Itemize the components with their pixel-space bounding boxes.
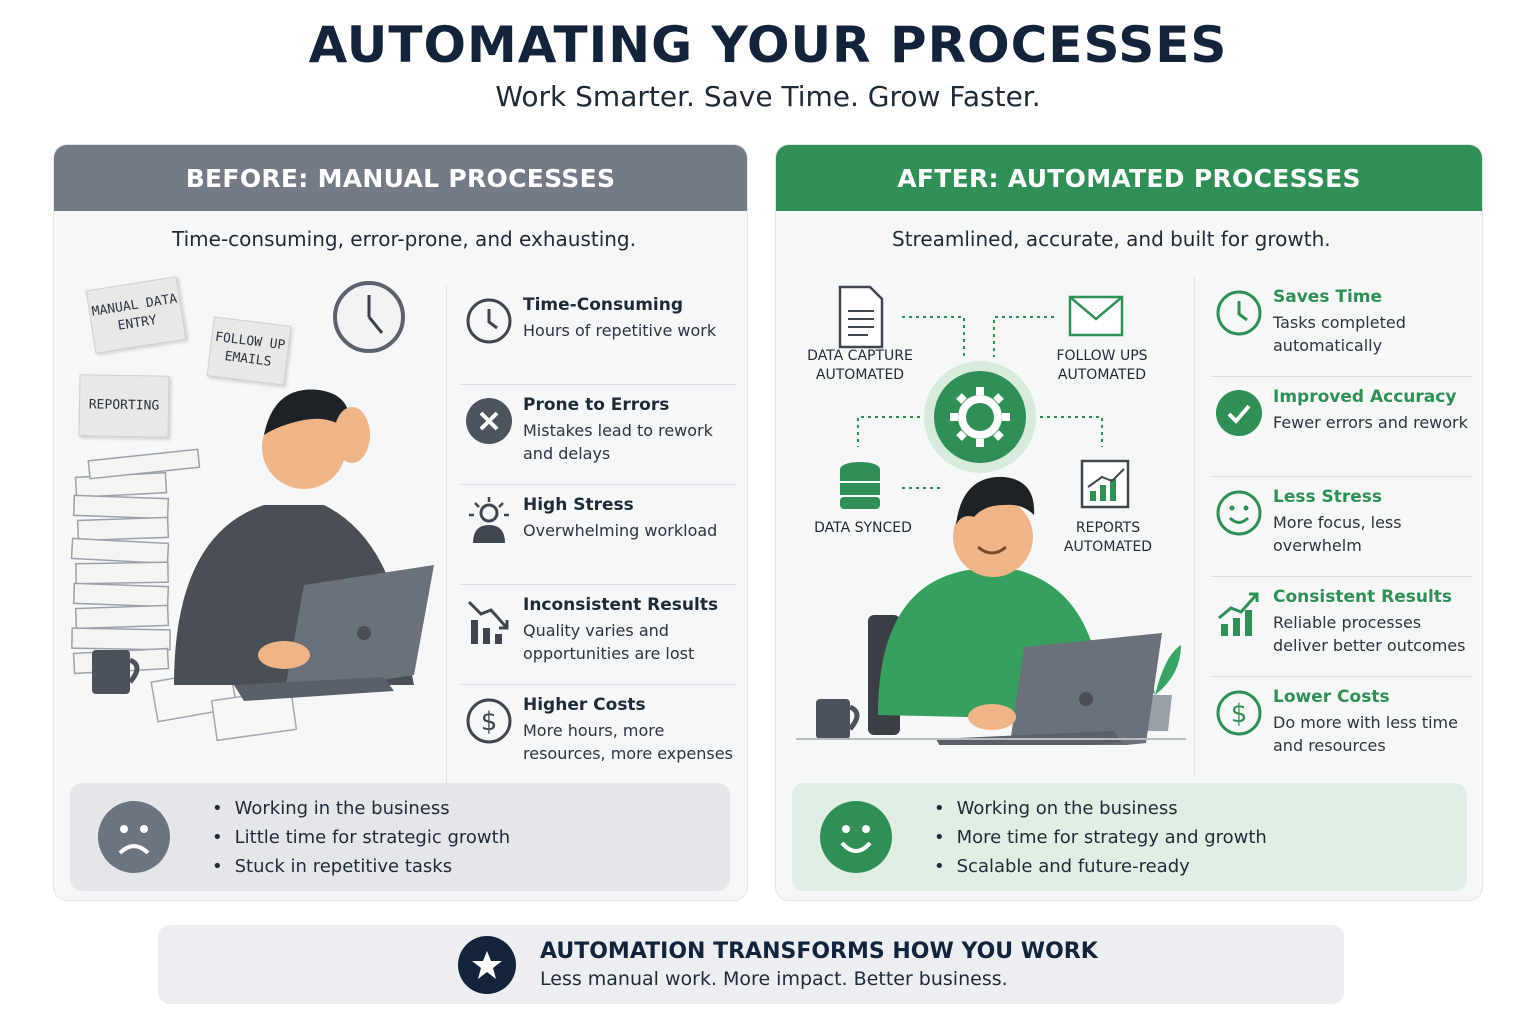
laptop-icon	[234, 565, 434, 701]
dollar-icon: $	[461, 695, 523, 747]
flow-label-follow-ups: FOLLOW UPS AUTOMATED	[1056, 348, 1148, 383]
feature-title: Inconsistent Results	[523, 595, 719, 615]
feature-desc: Reliable processes deliver better outcom…	[1273, 613, 1466, 655]
before-feature-list: Time-Consuming Hours of repetitive work …	[446, 285, 736, 785]
summary-item: More time for strategy and growth	[934, 823, 1267, 852]
chart-down-icon	[461, 595, 523, 647]
happy-face-icon	[820, 801, 892, 873]
envelope-icon	[1068, 295, 1124, 337]
svg-text:$: $	[1231, 699, 1248, 729]
dollar-icon: $	[1211, 687, 1273, 739]
flow-label-data-capture: DATA CAPTURE AUTOMATED	[807, 348, 913, 383]
feature-item: Consistent Results Reliable processes de…	[1211, 577, 1472, 677]
feature-desc: Hours of repetitive work	[523, 321, 717, 340]
before-panel-heading: BEFORE: MANUAL PROCESSES	[54, 145, 747, 211]
feature-item: $ Lower Costs Do more with less time and…	[1211, 677, 1472, 777]
wall-clock-icon	[333, 281, 405, 353]
flow-label-reports: REPORTS AUTOMATED	[1063, 520, 1153, 555]
after-tagline: Streamlined, accurate, and built for gro…	[892, 227, 1331, 251]
after-summary-list: Working on the business More time for st…	[934, 794, 1267, 881]
feature-item: High Stress Overwhelming workload	[461, 485, 736, 585]
feature-title: Prone to Errors	[523, 395, 670, 415]
document-icon	[838, 285, 884, 349]
feature-item: Less Stress More focus, less overwhelm	[1211, 477, 1472, 577]
page-subtitle: Work Smarter. Save Time. Grow Faster.	[495, 80, 1041, 113]
feature-title: Lower Costs	[1273, 687, 1390, 707]
footer-heading: AUTOMATION TRANSFORMS HOW YOU WORK	[540, 939, 1098, 964]
feature-item: Saves Time Tasks completed automatically	[1211, 277, 1472, 377]
feature-title: Less Stress	[1273, 487, 1383, 507]
before-summary-list: Working in the business Little time for …	[212, 794, 510, 881]
before-panel: BEFORE: MANUAL PROCESSES Time-consuming,…	[53, 144, 748, 901]
feature-item: $ Higher Costs More hours, more resource…	[461, 685, 736, 785]
summary-item: Working on the business	[934, 794, 1267, 823]
feature-item: Improved Accuracy Fewer errors and rewor…	[1211, 377, 1472, 477]
svg-text:$: $	[481, 707, 498, 737]
footer-banner: AUTOMATION TRANSFORMS HOW YOU WORK Less …	[158, 925, 1344, 1004]
footer-text: Less manual work. More impact. Better bu…	[540, 968, 1008, 990]
feature-desc: Quality varies and opportunities are los…	[523, 621, 695, 663]
before-tagline: Time-consuming, error-prone, and exhaust…	[172, 227, 636, 251]
feature-title: Consistent Results	[1273, 587, 1453, 607]
summary-item: Working in the business	[212, 794, 510, 823]
after-summary: Working on the business More time for st…	[792, 783, 1467, 891]
gear-icon	[924, 361, 1036, 473]
feature-desc: More focus, less overwhelm	[1273, 513, 1402, 555]
smile-icon	[1211, 487, 1273, 539]
reports-chart-icon	[1080, 459, 1130, 509]
feature-item: Time-Consuming Hours of repetitive work	[461, 285, 736, 385]
feature-desc: Overwhelming workload	[523, 521, 718, 540]
after-panel-heading: AFTER: AUTOMATED PROCESSES	[776, 145, 1482, 211]
before-summary: Working in the business Little time for …	[70, 783, 730, 891]
automation-flow-illustration	[796, 285, 1186, 745]
feature-title: Saves Time	[1273, 287, 1383, 307]
stressed-person-icon	[461, 495, 523, 547]
feature-title: Time-Consuming	[523, 295, 684, 315]
summary-item: Stuck in repetitive tasks	[212, 852, 510, 881]
coffee-mug-icon	[816, 699, 860, 739]
feature-title: Higher Costs	[523, 695, 646, 715]
feature-desc: Mistakes lead to rework and delays	[523, 421, 713, 463]
feature-desc: More hours, more resources, more expense…	[523, 721, 733, 763]
clock-icon	[461, 295, 523, 347]
feature-desc: Tasks completed automatically	[1273, 313, 1406, 355]
feature-desc: Do more with less time and resources	[1273, 713, 1458, 755]
x-circle-icon	[461, 395, 523, 447]
page-title: AUTOMATING YOUR PROCESSES	[308, 16, 1228, 74]
coffee-mug-icon	[92, 650, 140, 694]
database-icon	[840, 462, 880, 509]
feature-desc: Fewer errors and rework	[1273, 413, 1468, 432]
feature-item: Prone to Errors Mistakes lead to rework …	[461, 385, 736, 485]
sad-face-icon	[98, 801, 170, 873]
chart-up-icon	[1211, 587, 1273, 639]
clock-icon	[1211, 287, 1273, 339]
stressed-worker-illustration	[70, 281, 434, 742]
check-circle-icon	[1211, 387, 1273, 439]
feature-title: High Stress	[523, 495, 634, 515]
after-panel: AFTER: AUTOMATED PROCESSES Streamlined, …	[775, 144, 1483, 901]
star-icon	[458, 935, 516, 994]
summary-item: Little time for strategic growth	[212, 823, 510, 852]
feature-title: Improved Accuracy	[1273, 387, 1457, 407]
feature-item: Inconsistent Results Quality varies and …	[461, 585, 736, 685]
flow-label-data-synced: DATA SYNCED	[814, 520, 912, 536]
after-feature-list: Saves Time Tasks completed automatically…	[1194, 277, 1472, 777]
summary-item: Scalable and future-ready	[934, 852, 1267, 881]
